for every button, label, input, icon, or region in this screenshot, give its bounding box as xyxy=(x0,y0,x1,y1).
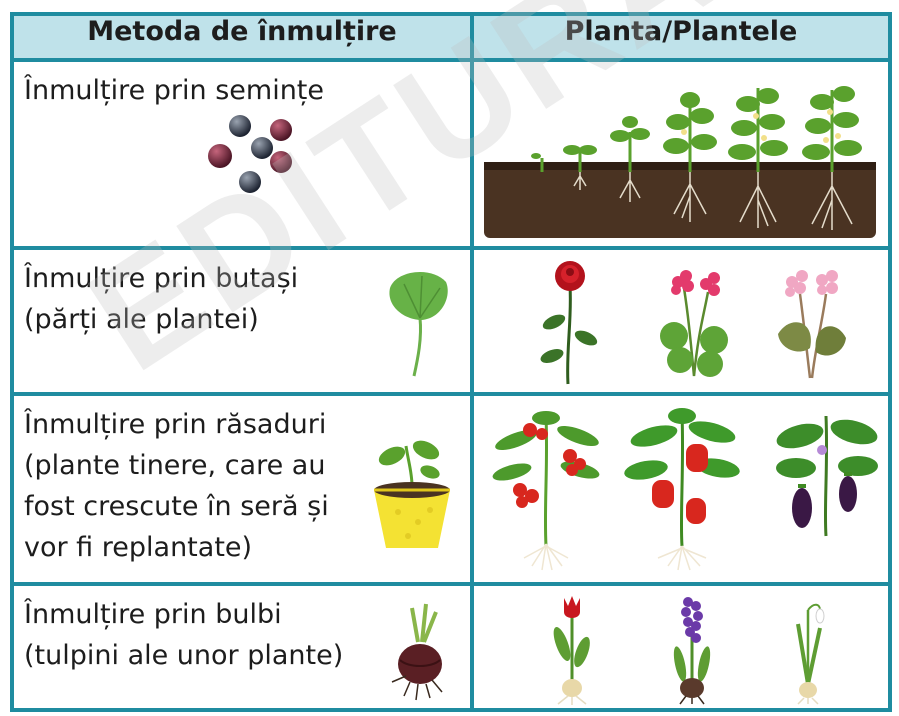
table-row: Înmulțire prin semințe xyxy=(10,58,892,250)
method-line: (părți ale plantei) xyxy=(24,304,259,335)
leaf-cutting-icon xyxy=(389,271,448,377)
eggplant-icon xyxy=(776,415,878,537)
bulb-icon xyxy=(391,603,443,701)
seedling-pot-icon xyxy=(374,440,450,548)
table-row: Înmulțire prin butași (părți ale plantei… xyxy=(10,246,892,396)
rose-icon xyxy=(540,261,598,385)
method-text: Înmulțire prin butași (părți ale plantei… xyxy=(24,258,298,340)
plants-cell xyxy=(470,246,892,396)
header-plants: Planta/Plantele xyxy=(470,12,892,62)
method-text: Înmulțire prin bulbi (tulpini ale unor p… xyxy=(24,594,343,676)
plants-cell xyxy=(470,582,892,712)
method-line: (plante tinere, care au xyxy=(24,450,326,481)
table-row: Înmulțire prin bulbi (tulpini ale unor p… xyxy=(10,582,892,712)
method-cell: Înmulțire prin bulbi (tulpini ale unor p… xyxy=(10,582,474,712)
pepper-plant-icon xyxy=(624,408,740,571)
method-text: Înmulțire prin semințe xyxy=(24,70,324,111)
method-line: Înmulțire prin răsaduri xyxy=(24,409,327,440)
geranium-icon xyxy=(660,270,728,377)
propagation-table: Metoda de înmulțire Planta/Plantele Înmu… xyxy=(10,12,892,712)
tomato-plant-icon xyxy=(492,411,600,571)
method-cell: Înmulțire prin semințe xyxy=(10,58,474,250)
method-line: Înmulțire prin semințe xyxy=(24,75,325,106)
method-line: Înmulțire prin butași xyxy=(24,263,299,294)
begonia-icon xyxy=(778,270,846,379)
method-line: Înmulțire prin bulbi xyxy=(24,599,282,630)
header-method: Metoda de înmulțire xyxy=(10,12,474,62)
seedling-growth-icon xyxy=(484,86,876,238)
method-line: fost crescute în seră și xyxy=(24,491,329,522)
plants-cell xyxy=(470,58,892,250)
method-text: Înmulțire prin răsaduri (plante tinere, … xyxy=(24,404,329,568)
method-cell: Înmulțire prin butași (părți ale plantei… xyxy=(10,246,474,396)
snowdrop-icon xyxy=(796,603,825,705)
tulip-icon xyxy=(553,596,590,705)
seeds-icon xyxy=(208,115,292,193)
hyacinth-icon xyxy=(673,597,711,705)
header-row: Metoda de înmulțire Planta/Plantele xyxy=(10,12,892,62)
table-row: Înmulțire prin răsaduri (plante tinere, … xyxy=(10,392,892,586)
method-line: (tulpini ale unor plante) xyxy=(24,640,344,671)
method-line: vor fi replantate) xyxy=(24,532,253,563)
method-cell: Înmulțire prin răsaduri (plante tinere, … xyxy=(10,392,474,586)
plants-cell xyxy=(470,392,892,586)
